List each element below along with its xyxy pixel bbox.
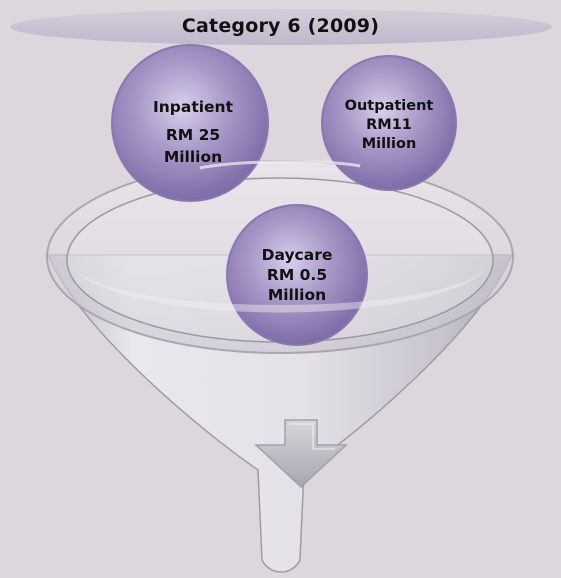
inpatient-label-group: Inpatient RM 25 Million [113,82,273,182]
diagram-title: Category 6 (2009) [181,15,380,37]
funnel-rim-highlight [199,160,361,170]
outpatient-unit: Million [361,135,417,152]
outpatient-name: Outpatient [344,97,434,114]
inpatient-name: Inpatient [152,98,234,116]
outpatient-label-group: Outpatient RM11 Million [323,90,455,160]
daycare-label-group: Daycare RM 0.5 Million [232,230,362,320]
title-band [10,9,552,45]
bubble-daycare [226,204,368,346]
daycare-name: Daycare [261,246,333,264]
bubble-outpatient [321,55,457,191]
down-arrow-icon [254,419,348,489]
funnel-front-lip [67,260,493,313]
daycare-unit: Million [267,286,327,304]
inpatient-value: RM 25 [165,126,221,144]
daycare-value: RM 0.5 [266,266,328,284]
outpatient-value: RM11 [366,116,412,133]
inpatient-unit: Million [163,148,223,166]
bubble-inpatient [111,44,269,202]
